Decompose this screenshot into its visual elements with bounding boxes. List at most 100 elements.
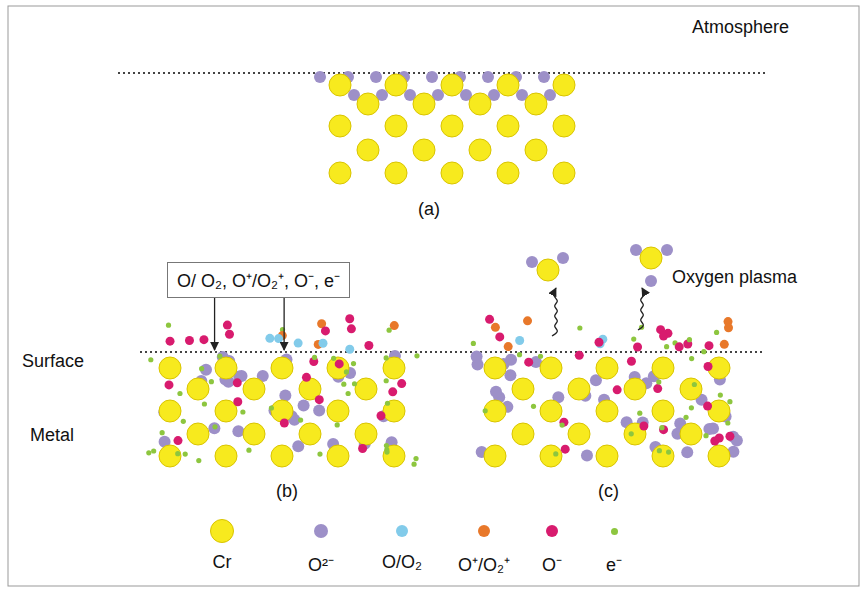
legend-swatch	[314, 524, 328, 538]
particle	[559, 418, 568, 427]
legend-text: O⁺/O₂⁺	[458, 552, 510, 576]
particle	[652, 400, 674, 422]
particle	[269, 405, 274, 410]
particle	[652, 445, 674, 467]
particle	[196, 458, 201, 463]
particle	[540, 445, 562, 467]
particle	[265, 334, 274, 343]
panel-label: (b)	[276, 482, 298, 502]
particle	[703, 402, 712, 411]
particle	[345, 345, 354, 354]
particle	[531, 404, 536, 409]
particle	[384, 443, 389, 448]
panel-label: (c)	[598, 482, 619, 502]
particle	[187, 378, 209, 400]
region-label: Metal	[30, 426, 74, 446]
particle	[525, 93, 547, 115]
particle	[497, 115, 519, 137]
particle	[692, 382, 697, 387]
particle	[299, 423, 321, 445]
particle	[708, 445, 730, 467]
particle	[208, 422, 220, 434]
particle	[302, 373, 311, 382]
particle	[524, 358, 533, 367]
particle	[525, 139, 547, 161]
particle	[385, 74, 407, 96]
frame	[8, 6, 859, 586]
particle	[329, 115, 351, 137]
particle	[560, 422, 565, 427]
species-box: O/ O₂, O⁺/O₂⁺, O⁻, e⁻	[167, 262, 350, 298]
particle	[637, 411, 642, 416]
particle	[346, 391, 351, 396]
particle	[377, 411, 386, 420]
particle	[200, 364, 212, 376]
escape-arrow	[552, 288, 557, 336]
particle	[166, 323, 171, 328]
particle	[596, 400, 618, 422]
particle	[538, 71, 550, 83]
particle	[624, 378, 646, 400]
particle	[384, 355, 389, 360]
particle	[653, 384, 662, 393]
particle	[491, 323, 500, 332]
particle	[553, 74, 575, 96]
particle	[159, 445, 181, 467]
particle	[441, 115, 463, 137]
particle	[370, 71, 382, 83]
particle	[687, 337, 692, 342]
particle	[484, 445, 506, 467]
particle	[666, 449, 671, 454]
particle	[298, 399, 310, 411]
particle	[199, 335, 208, 344]
particle	[497, 74, 519, 96]
particle	[705, 341, 714, 350]
particle	[271, 357, 293, 379]
surface-line	[140, 351, 762, 353]
legend-text: O²⁻	[308, 552, 334, 576]
particle	[243, 378, 265, 400]
particle	[344, 369, 349, 374]
particle	[683, 415, 688, 420]
particle	[164, 380, 173, 389]
particle	[640, 247, 662, 269]
particle	[701, 349, 706, 354]
legend-text: O⁻	[542, 552, 562, 576]
particle	[689, 405, 694, 410]
particle	[298, 418, 303, 423]
particle	[485, 315, 494, 324]
particle	[577, 325, 582, 330]
legend-swatch	[611, 528, 618, 535]
particle	[538, 354, 543, 359]
particle	[390, 321, 399, 330]
particle	[347, 324, 356, 333]
particle	[714, 330, 719, 335]
particle	[331, 356, 336, 361]
particle	[315, 395, 324, 404]
legend-swatch	[396, 525, 408, 537]
panel-label: (a)	[418, 200, 440, 220]
particle	[209, 379, 214, 384]
particle	[720, 340, 729, 349]
particle	[708, 400, 730, 422]
particle	[627, 357, 636, 366]
particle	[725, 420, 730, 425]
particle	[681, 446, 693, 458]
particle	[385, 401, 390, 406]
particle	[575, 351, 584, 360]
surface-line	[118, 72, 765, 74]
legend-text: Cr	[213, 552, 232, 573]
particle	[471, 350, 483, 362]
particle	[629, 431, 634, 436]
particle	[661, 244, 673, 256]
particle	[523, 316, 532, 325]
region-label: Oxygen plasma	[672, 268, 797, 288]
legend-swatch	[210, 519, 234, 543]
particle	[537, 259, 559, 281]
particle	[526, 256, 538, 268]
particle	[659, 332, 668, 341]
particle	[703, 433, 708, 438]
particle	[639, 422, 648, 431]
region-label: Atmosphere	[692, 18, 789, 38]
